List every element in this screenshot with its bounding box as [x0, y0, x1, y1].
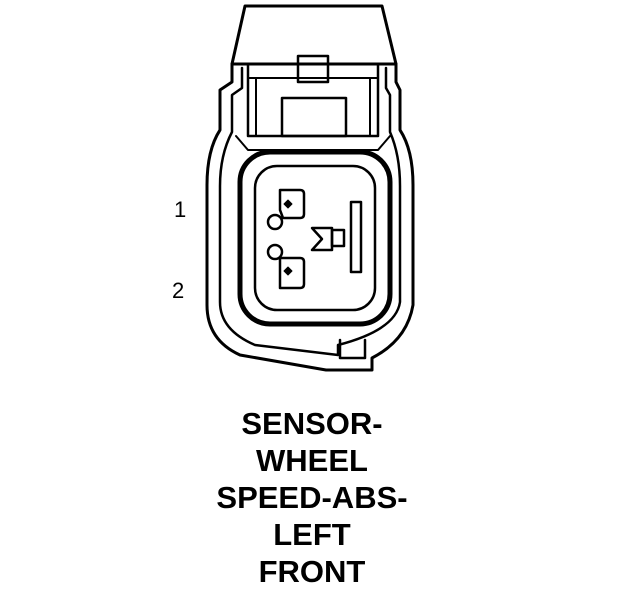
latch-button: [280, 96, 348, 138]
caption-line: LEFT: [273, 517, 351, 552]
caption-line: FRONT: [258, 554, 366, 589]
latch-slot: [296, 54, 330, 84]
pin-2-label: 2: [172, 278, 185, 303]
bottom-tab: [338, 338, 367, 360]
connector-face-outer: [237, 149, 393, 327]
pin-1-label: 1: [174, 197, 187, 222]
caption-line: SENSOR-: [241, 406, 383, 441]
terminal-2: [278, 256, 306, 290]
terminal-1: [278, 188, 306, 220]
connector-caption: SENSOR- WHEEL SPEED-ABS- LEFT FRONT: [0, 405, 624, 590]
keying-feature: [310, 226, 334, 252]
caption-line: WHEEL: [256, 443, 368, 478]
latch-window: [246, 62, 380, 138]
connector-housing-outer: [205, 62, 415, 372]
key-rib: [349, 200, 363, 274]
terminal-2-latch: [266, 243, 284, 261]
terminal-1-latch: [266, 213, 284, 231]
caption-line: SPEED-ABS-: [216, 480, 408, 515]
connector-face-inner: [253, 164, 377, 312]
latch-tab: [230, 4, 398, 66]
connector-housing-inner: [218, 66, 402, 357]
